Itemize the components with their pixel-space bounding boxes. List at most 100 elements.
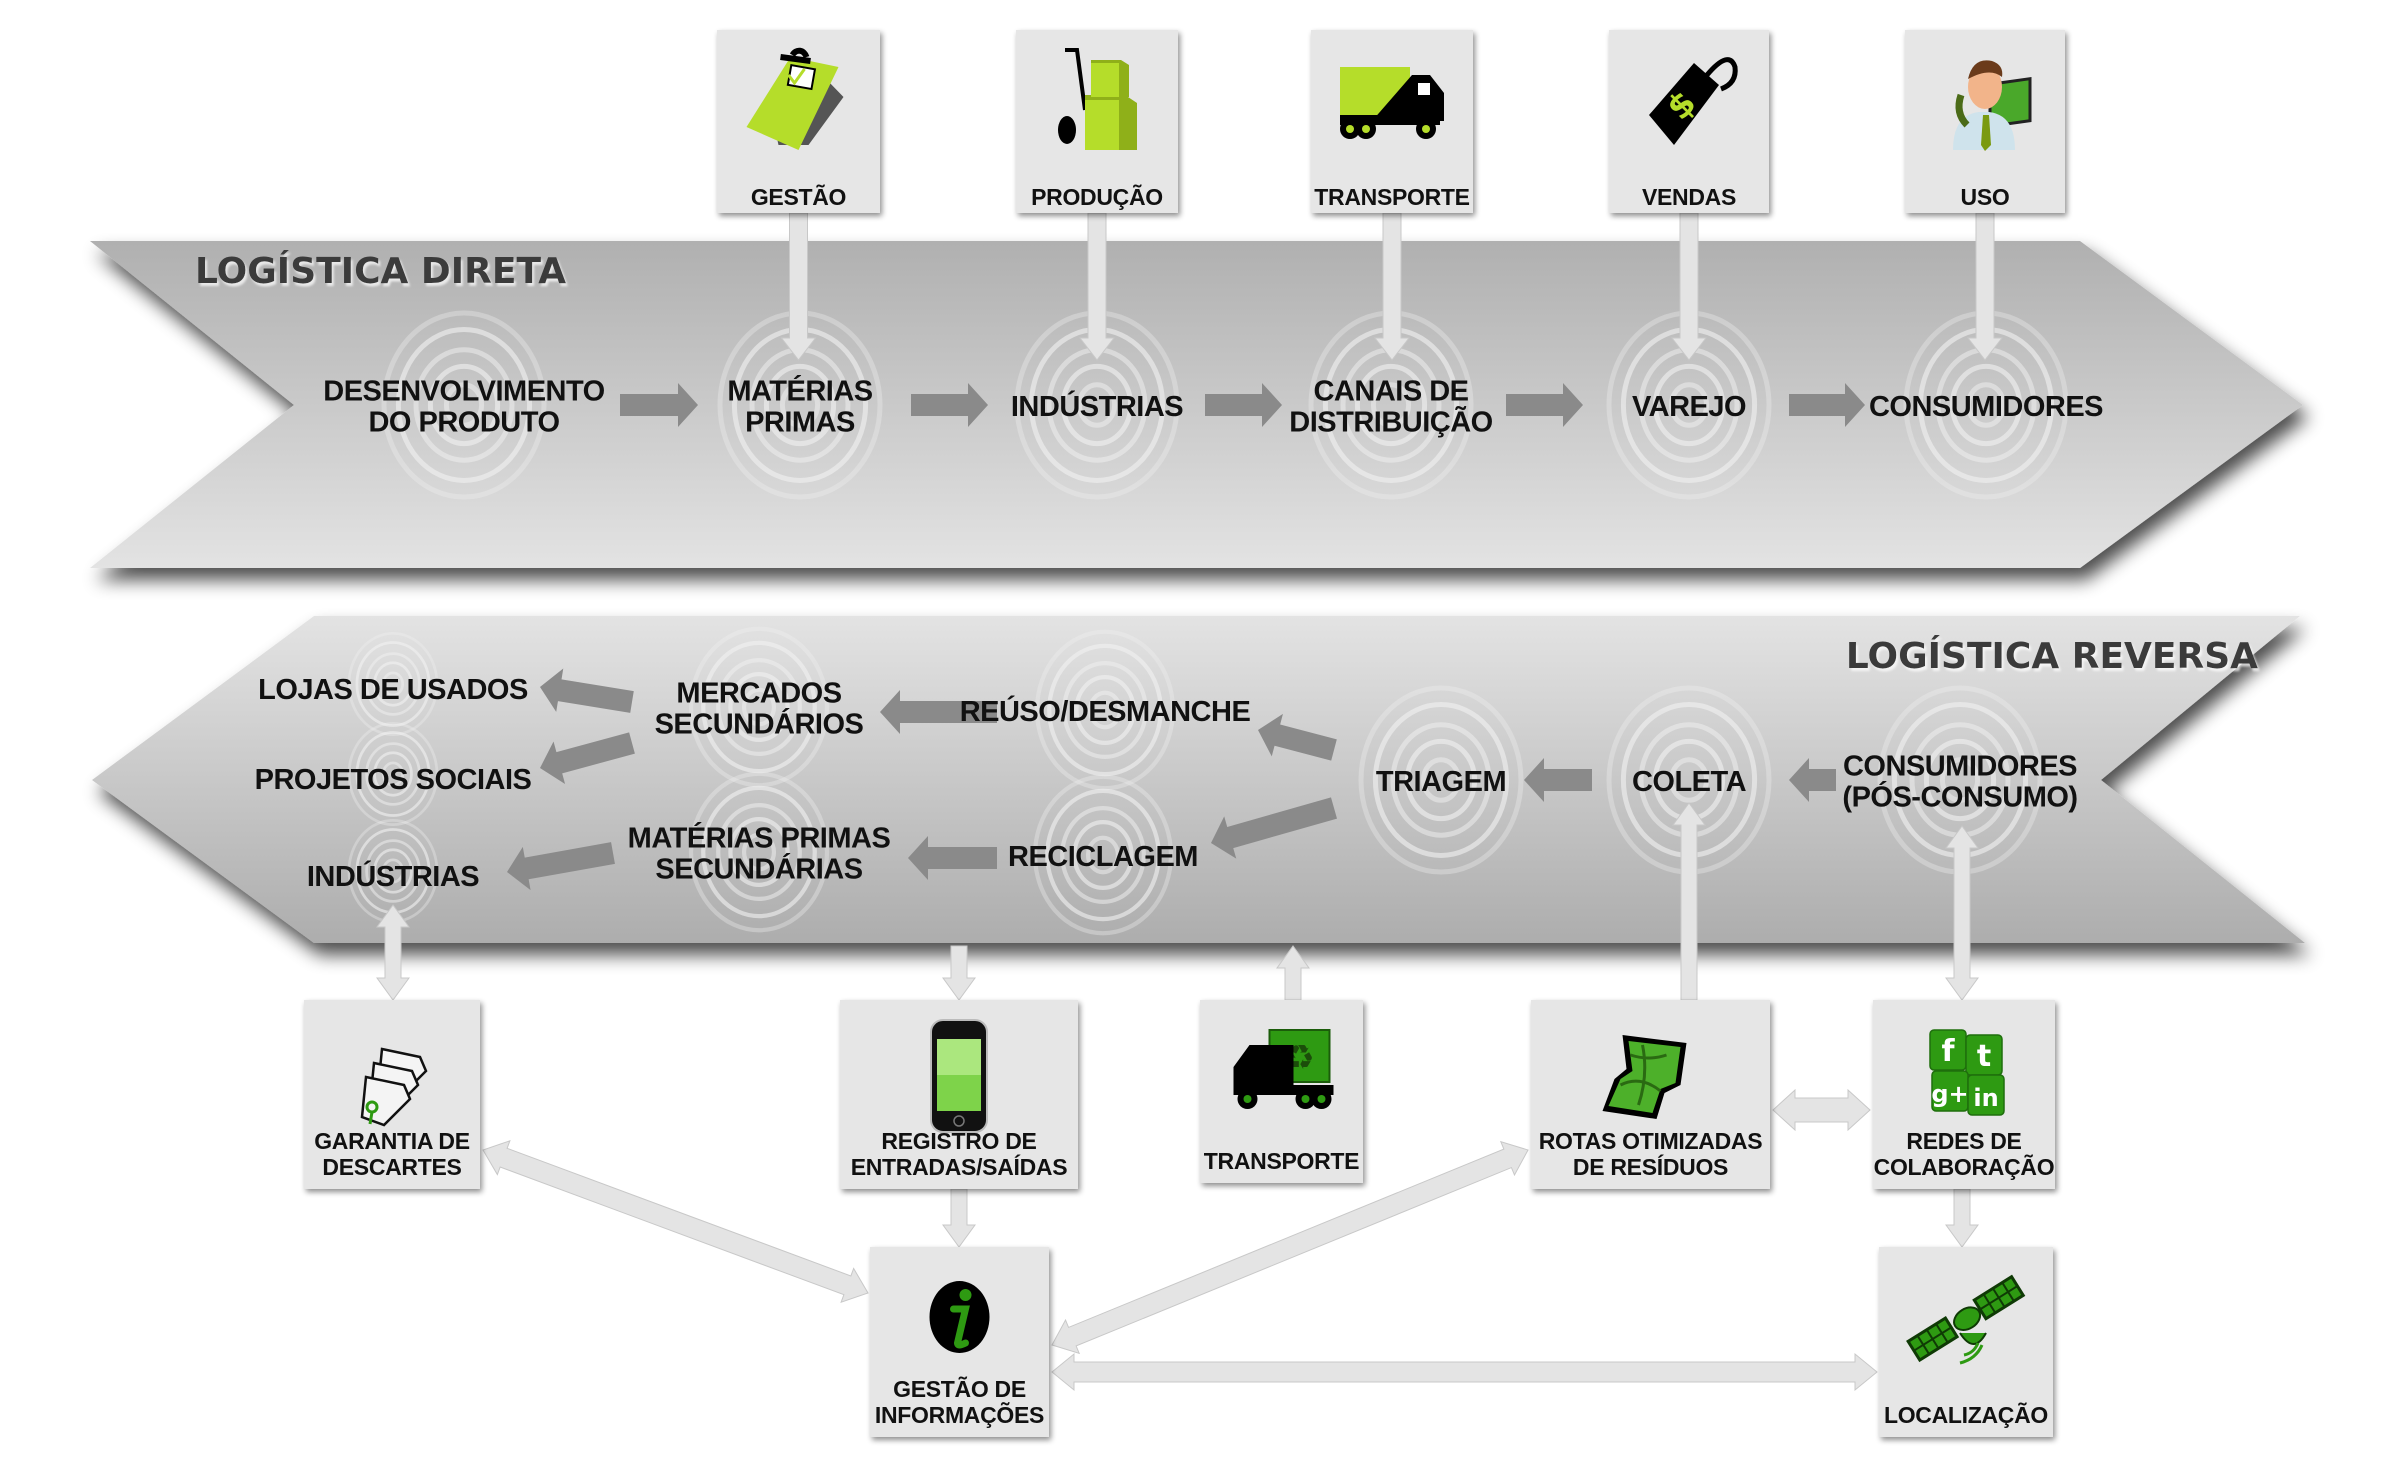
reverse-flow-arrow	[540, 732, 635, 784]
connector-rotas-redes	[1772, 1088, 1871, 1132]
reverse-flow-arrow	[880, 690, 997, 734]
node-industrias: INDÚSTRIAS	[1011, 389, 1183, 423]
node-consumidores: CONSUMIDORES(PÓS-CONSUMO)	[1842, 751, 2077, 814]
reverse-flow-arrow	[1211, 797, 1338, 859]
bottom-box-localizacao[interactable]: LOCALIZAÇÃO	[1879, 1247, 2053, 1437]
top-box-0[interactable]: GESTÃO	[717, 30, 880, 213]
top-box-label: PRODUÇÃO	[1031, 183, 1163, 210]
flow-arrows	[507, 383, 1865, 891]
connector-transporte-band	[1276, 945, 1310, 1001]
node-consumidores: CONSUMIDORES	[1869, 391, 2103, 423]
ring-node-mercados	[688, 626, 830, 788]
connector-user-support-to-node	[1966, 212, 2004, 361]
node-reuso: REÚSO/DESMANCHE	[960, 694, 1251, 728]
reverse-logistics-band	[92, 616, 2305, 943]
top-box-2[interactable]: TRANSPORTE	[1311, 30, 1473, 213]
top-box-label: USO	[1961, 184, 2010, 210]
connector-gestao-localizacao	[1051, 1352, 1878, 1392]
satellite-icon	[1906, 1274, 2026, 1365]
reverse-flow-arrow	[540, 668, 634, 713]
bottom-box-transporte[interactable]: ♻ TRANSPORTE	[1200, 1000, 1363, 1183]
connector-gestao-rotas	[1051, 1140, 1529, 1355]
ring-node-materias	[688, 771, 830, 933]
clipboard-icon	[746, 47, 844, 150]
top-box-label: GESTÃO	[751, 183, 846, 210]
svg-text:g+: g+	[1931, 1080, 1968, 1108]
connector-band-registro	[942, 945, 976, 1001]
node-industrias: INDÚSTRIAS	[307, 859, 479, 893]
top-box-3[interactable]: $ VENDAS	[1609, 30, 1769, 213]
connector-clipboard-to-node	[780, 212, 817, 361]
direct-flow-arrow	[911, 383, 988, 427]
node-reciclagem: RECICLAGEM	[1008, 841, 1198, 873]
direct-logistics-title: LOGÍSTICA DIRETA	[195, 250, 566, 292]
documents-icon	[360, 1047, 428, 1127]
direct-logistics-band	[90, 241, 2303, 568]
recycling-truck-icon: ♻	[1233, 1029, 1334, 1109]
info-icon	[929, 1281, 990, 1353]
user-support-icon	[1953, 60, 2032, 151]
direct-flow-arrow	[1789, 383, 1865, 427]
reverse-logistics-title: LOGÍSTICA REVERSA	[1846, 635, 2258, 677]
connector-registro-gestao	[942, 1188, 976, 1248]
top-box-label: TRANSPORTE	[1314, 184, 1469, 210]
svg-text:in: in	[1973, 1084, 1998, 1112]
top-box-4[interactable]: USO	[1905, 30, 2065, 213]
node-coleta: COLETA	[1632, 766, 1747, 798]
reverse-flow-arrow	[1524, 758, 1592, 802]
hand-truck-icon	[1058, 48, 1137, 150]
price-tag-icon: $	[1649, 57, 1738, 145]
top-box-label: VENDAS	[1642, 184, 1736, 210]
node-projetos: PROJETOS SOCIAIS	[255, 764, 532, 796]
reverse-flow-arrow	[1789, 758, 1836, 802]
svg-text:t: t	[1977, 1039, 1991, 1074]
smartphone-icon	[930, 1019, 988, 1133]
svg-text:f: f	[1941, 1034, 1955, 1069]
info-boxes: GESTÃO PRODUÇÃO TRANSPORTE $ VENDAS USO GARANT…	[304, 30, 2065, 1437]
node-lojas: LOJAS DE USADOS	[258, 674, 528, 706]
node-varejo: VAREJO	[1632, 391, 1746, 423]
connectors	[376, 212, 2004, 1392]
direct-flow-arrow	[1506, 383, 1583, 427]
connector-truck-to-node	[1373, 212, 1411, 361]
connector-hand-truck-to-node	[1078, 212, 1116, 361]
ring-node-lojas	[347, 632, 439, 736]
connector-garantia-gestao	[482, 1139, 869, 1304]
reverse-flow-arrow	[1258, 713, 1337, 761]
direct-flow-arrow	[1205, 383, 1282, 427]
ring-node-reuso	[1034, 629, 1176, 791]
connector-rotas-coleta	[1672, 802, 1706, 1001]
node-triagem: TRIAGEM	[1376, 766, 1506, 798]
connector-redes-localizacao	[1945, 1188, 1979, 1248]
bottom-box-label: LOCALIZAÇÃO	[1884, 1401, 2048, 1428]
truck-icon	[1340, 67, 1444, 139]
ring-node-reciclagem	[1032, 774, 1174, 936]
map-icon	[1602, 1035, 1687, 1119]
direct-flow-arrow	[620, 383, 698, 427]
ring-node-projetos	[347, 722, 439, 826]
top-box-1[interactable]: PRODUÇÃO	[1016, 30, 1178, 213]
reverse-flow-arrow	[507, 842, 615, 891]
ring-node-triagem	[1358, 685, 1524, 875]
reverse-flow-arrow	[908, 836, 997, 880]
bottom-box-label: TRANSPORTE	[1204, 1148, 1359, 1174]
connector-price-tag-to-node	[1670, 212, 1708, 361]
ring-node-desenvolvimento-produto	[381, 310, 547, 500]
